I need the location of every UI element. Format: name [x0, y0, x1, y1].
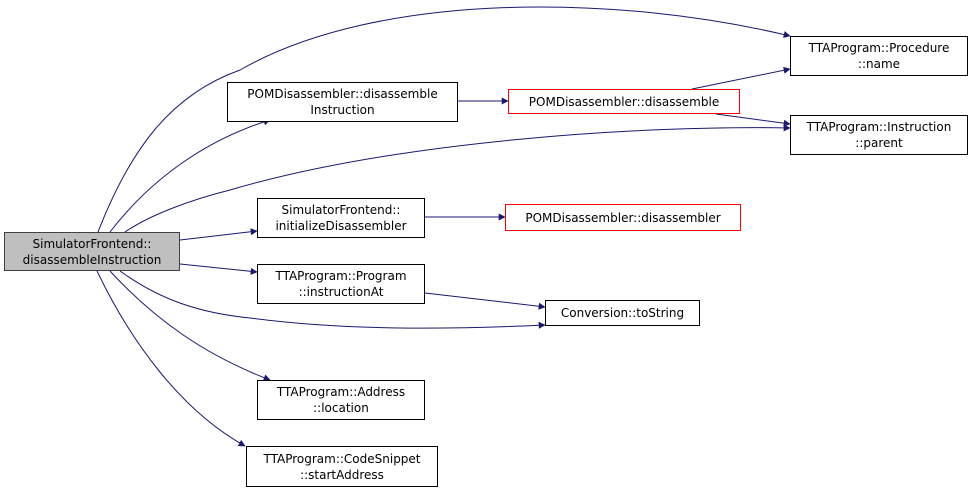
edge-pom_disasm-to-proc_name: [691, 66, 791, 90]
node-addr-location[interactable]: TTAProgram::Address::location: [257, 380, 425, 420]
node-proc-name[interactable]: TTAProgram::Procedure::name: [790, 36, 968, 76]
edge-sf_disasm-to-sf_init: [179, 228, 258, 241]
edge-sf_disasm-to-instr_parent: [124, 124, 791, 233]
node-label-line: Conversion::toString: [560, 306, 685, 320]
edge-sf_disasm-to-conv_tostring: [119, 270, 546, 329]
node-label-line: ::parent: [855, 136, 903, 150]
node-label-line: POMDisassembler::disassemble: [528, 94, 720, 109]
node-label-line: TTAProgram::Instruction: [806, 120, 952, 134]
node-label-line: SimulatorFrontend::: [281, 203, 401, 217]
node-label-line: ::location: [313, 401, 369, 415]
node-label-line: TTAProgram::CodeSnippet: [263, 451, 421, 466]
node-sf-init[interactable]: SimulatorFrontend::initializeDisassemble…: [257, 198, 425, 238]
node-pom-disassembler[interactable]: POMDisassembler::disassembler: [505, 204, 741, 231]
node-label-line: Instruction: [310, 103, 375, 117]
node-label-line: POMDisassembler::disassembler: [525, 210, 721, 225]
edge-sf_disasm-to-addr_location: [109, 270, 271, 382]
node-snippet-start[interactable]: TTAProgram::CodeSnippet::startAddress: [246, 446, 438, 487]
node-label-line: SimulatorFrontend::: [32, 236, 152, 251]
node-label-line: ::name: [857, 57, 901, 71]
node-pom-disasm[interactable]: POMDisassembler::disassemble: [508, 89, 740, 114]
node-label-line: TTAProgram::Address: [276, 385, 406, 399]
edge-prog_instrat-to-conv_tostring: [424, 292, 546, 310]
node-label-line: disassembleInstruction: [22, 252, 162, 267]
node-label-line: TTAProgram::Program: [275, 269, 407, 283]
edge-sf_disasm-to-pom_disasm_instr: [109, 118, 271, 233]
node-label-line: TTAProgram::Procedure: [808, 41, 950, 55]
node-label-line: ::instructionAt: [298, 285, 384, 299]
node-conv-tostring[interactable]: Conversion::toString: [545, 300, 700, 326]
edge-pom_disasm-to-instr_parent: [715, 113, 791, 127]
node-label-line: initializeDisassembler: [275, 219, 407, 233]
node-label-line: POMDisassembler::disassemble: [247, 87, 438, 101]
node-instr-parent[interactable]: TTAProgram::Instruction::parent: [790, 115, 968, 155]
node-label-line: ::startAddress: [300, 467, 384, 482]
edge-sf_disasm-to-proc_name: [97, 6, 791, 233]
edge-sf_disasm-to-prog_instrat: [179, 263, 258, 275]
node-sf-disasm: SimulatorFrontend::disassembleInstructio…: [4, 232, 180, 271]
edge-sf_disasm-to-snippet_start: [96, 270, 246, 447]
node-prog-instrat[interactable]: TTAProgram::Program::instructionAt: [257, 264, 425, 304]
